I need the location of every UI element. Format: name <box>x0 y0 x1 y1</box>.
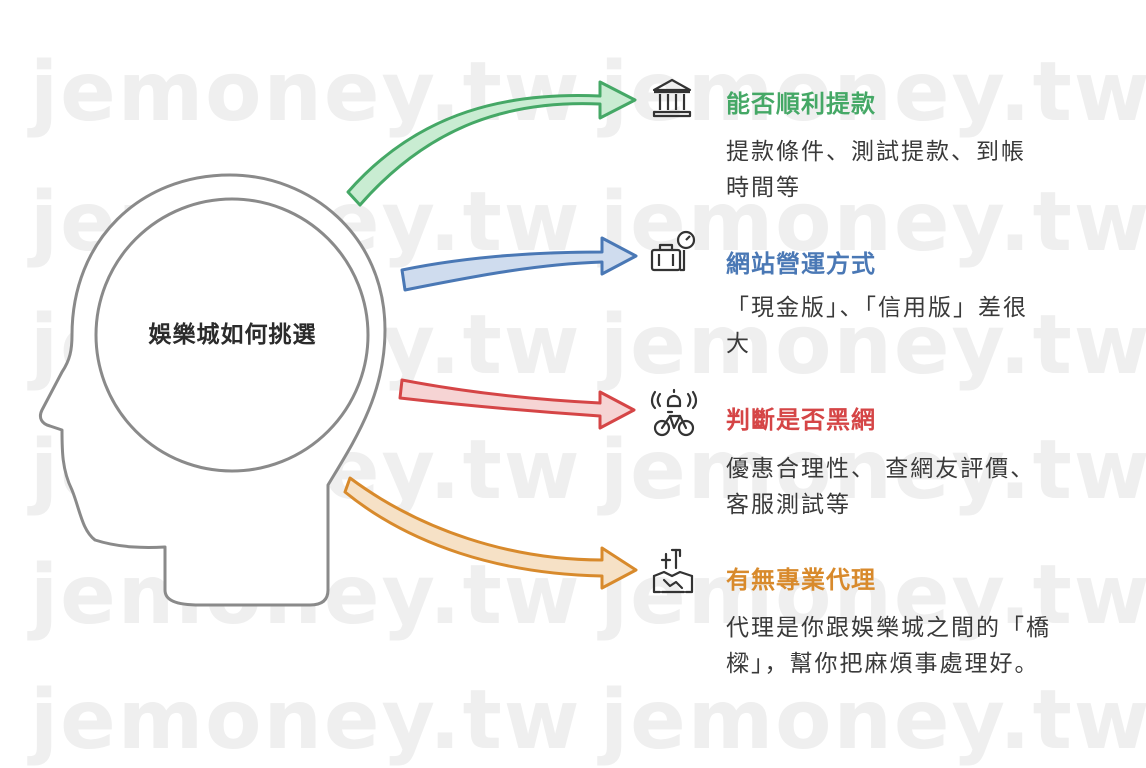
suitcase-gauge-icon <box>650 230 696 272</box>
center-circle <box>94 197 370 473</box>
arrow-blue <box>400 236 638 292</box>
desc-line: 客服測試等 <box>726 492 851 518</box>
desc-line: 樑」，幫你把麻煩事處理好。 <box>726 651 1040 677</box>
watermark: jemoney.tw <box>600 45 1146 140</box>
arrow-green <box>346 80 637 207</box>
watermark: jemoney.tw <box>600 298 1146 393</box>
alarm-bike-icon <box>650 388 698 437</box>
watermark: jemoney.tw <box>30 45 582 140</box>
watermark: jemoney.tw <box>600 423 1146 518</box>
branch-title-withdrawal: 能否順利提款 <box>726 90 876 118</box>
arrow-orange <box>343 476 638 590</box>
desc-line: 時間等 <box>726 175 801 201</box>
branch-title-agent: 有無專業代理 <box>726 566 876 594</box>
desc-line: 優惠合理性、 查網友評價、 <box>726 456 1036 482</box>
desc-line: 大 <box>726 331 751 357</box>
watermark: jemoney.tw <box>600 175 1146 270</box>
center-label: 娛樂城如何挑選 <box>148 322 317 348</box>
branch-title-operation: 網站營運方式 <box>726 250 876 278</box>
branch-desc-operation: 「現金版」、「信用版」差很 大 <box>726 290 1028 362</box>
branch-title-blacklist: 判斷是否黑網 <box>726 406 876 434</box>
handshake-icon <box>652 548 694 594</box>
branch-desc-withdrawal: 提款條件、測試提款、到帳 時間等 <box>726 134 1026 206</box>
bank-icon <box>652 78 692 118</box>
desc-line: 代理是你跟娛樂城之間的「橋 <box>726 615 1051 641</box>
arrow-red <box>398 378 636 430</box>
watermark: jemoney.tw <box>600 548 1146 643</box>
head-silhouette <box>38 80 638 607</box>
desc-line: 「現金版」、「信用版」差很 <box>726 295 1028 321</box>
desc-line: 提款條件、測試提款、到帳 <box>726 139 1026 165</box>
branch-desc-agent: 代理是你跟娛樂城之間的「橋 樑」，幫你把麻煩事處理好。 <box>726 610 1051 682</box>
branch-desc-blacklist: 優惠合理性、 查網友評價、 客服測試等 <box>726 451 1035 523</box>
diagram-canvas: jemoney.tw jemoney.tw jemoney.tw jemoney… <box>30 45 1146 762</box>
